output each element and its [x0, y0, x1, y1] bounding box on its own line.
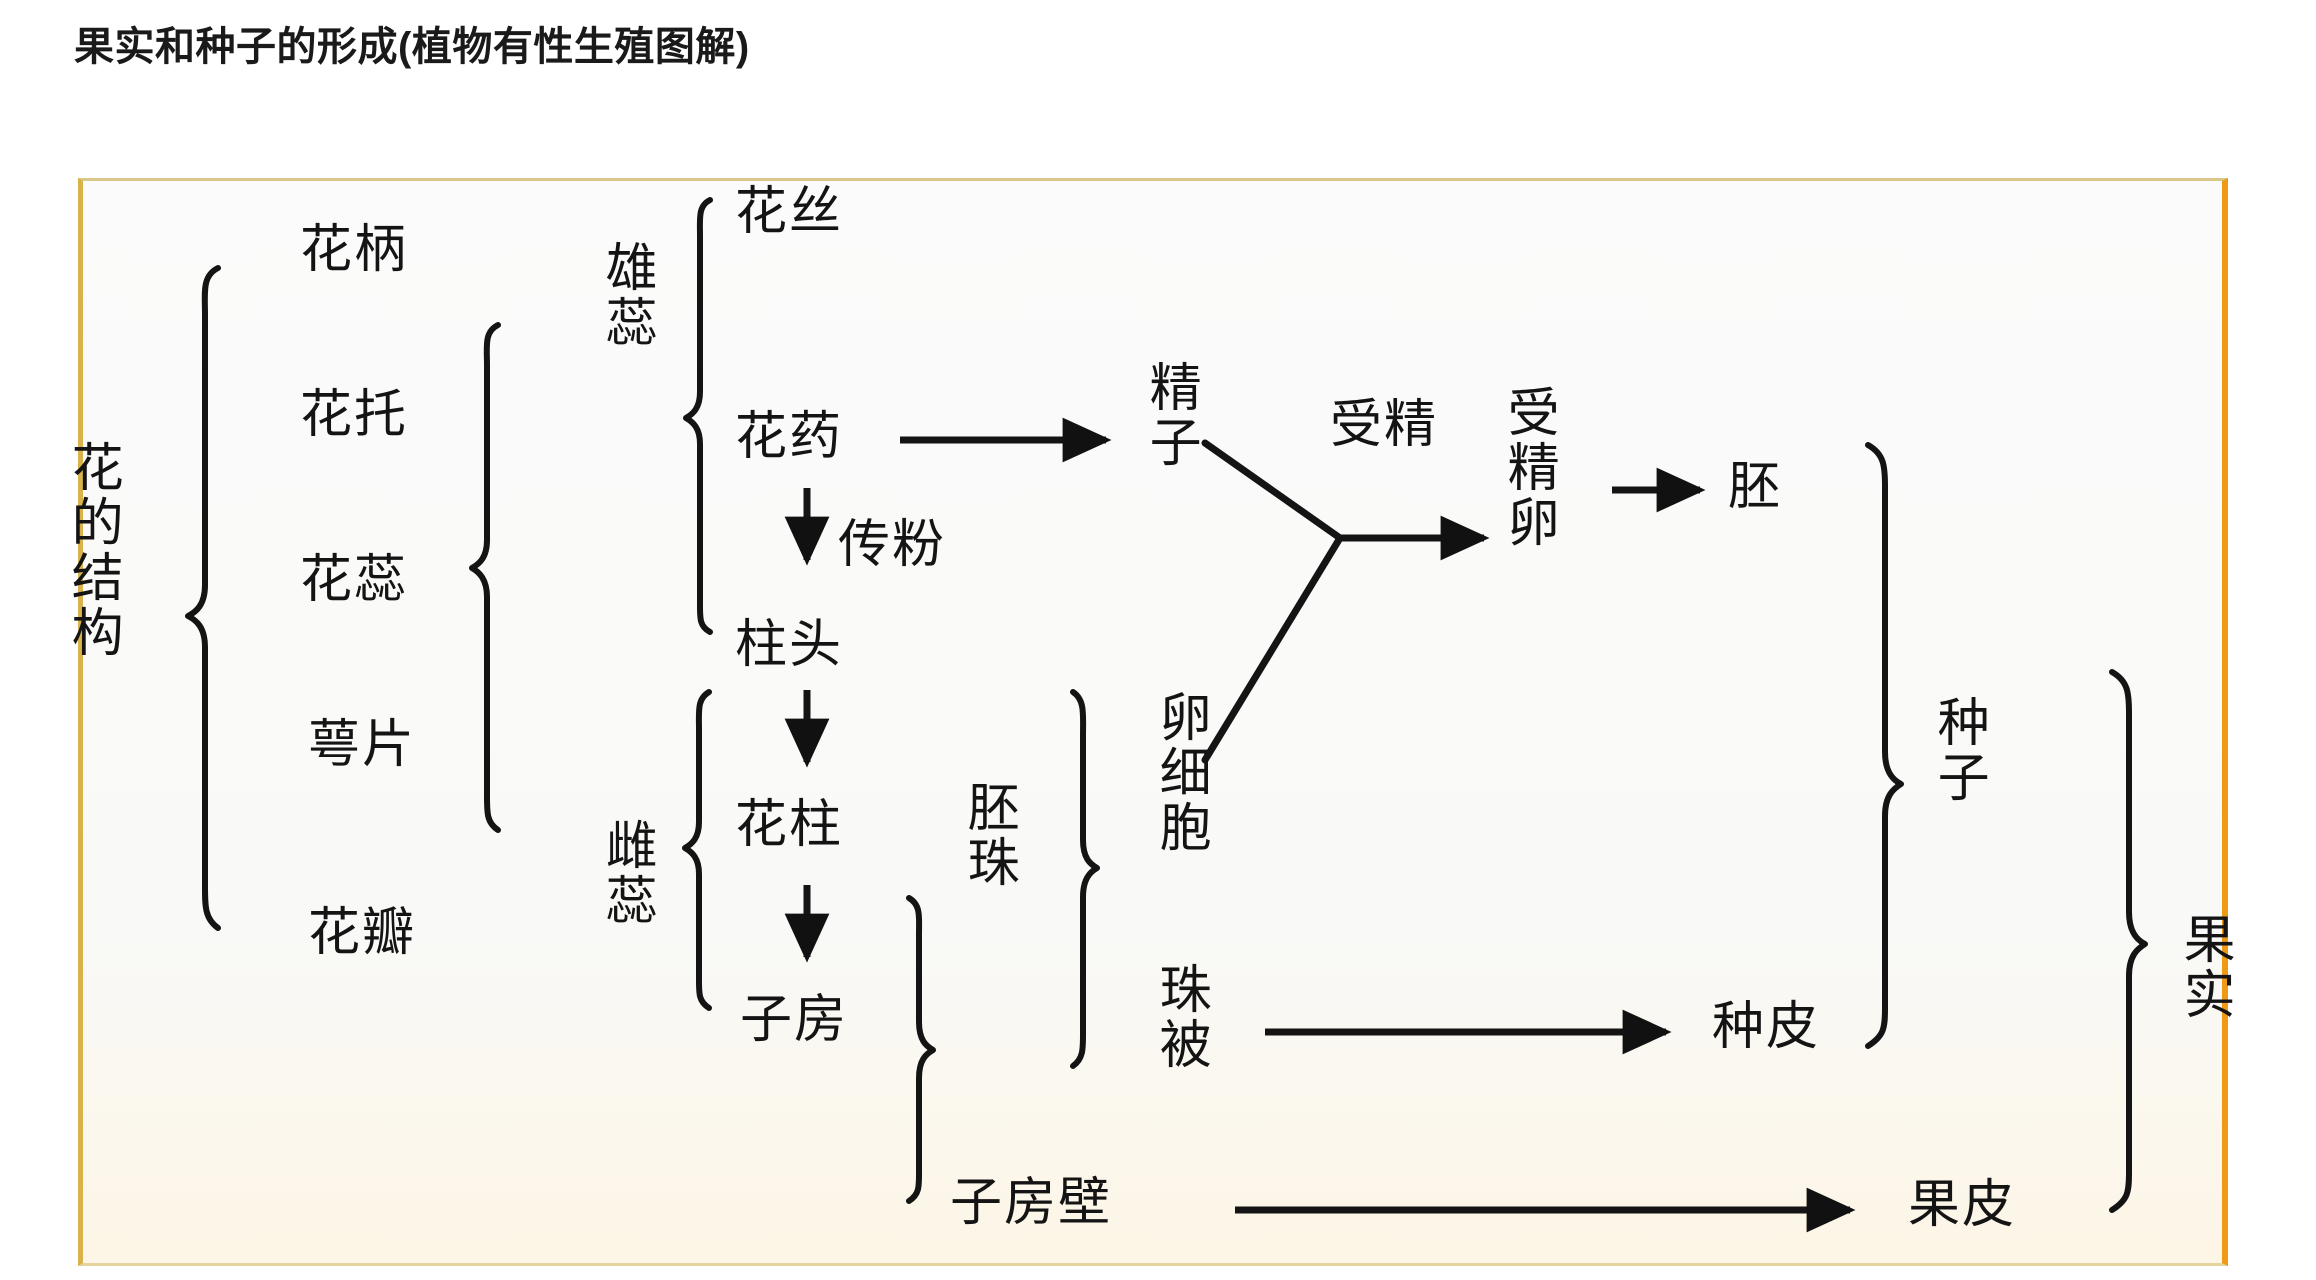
node-fruit[interactable]: 果实 — [2175, 912, 2233, 1022]
node-fertilization-label: 受精 — [1330, 397, 1439, 454]
node-ovary-wall[interactable]: 子房壁 — [950, 1175, 1113, 1232]
node-integument[interactable]: 珠被 — [1151, 962, 1209, 1072]
node-seed[interactable]: 种子 — [1929, 695, 1987, 805]
node-stamen[interactable]: 雄蕊 — [597, 240, 655, 350]
node-receptacle[interactable]: 花托 — [300, 387, 409, 444]
node-embryo[interactable]: 胚 — [1728, 459, 1783, 516]
node-pistil[interactable]: 雌蕊 — [597, 818, 655, 928]
node-sperm[interactable]: 精子 — [1141, 360, 1199, 470]
node-anther[interactable]: 花药 — [735, 409, 844, 466]
node-zygote[interactable]: 受精卵 — [1499, 385, 1557, 550]
node-ovary[interactable]: 子房 — [740, 992, 849, 1049]
node-ovule[interactable]: 胚珠 — [959, 780, 1017, 890]
node-flower-organs[interactable]: 花蕊 — [300, 552, 409, 609]
node-pollination[interactable]: 传粉 — [838, 517, 947, 574]
node-flower-structure[interactable]: 花的结构 — [63, 440, 121, 660]
node-seed-coat[interactable]: 种皮 — [1712, 999, 1821, 1056]
node-filament[interactable]: 花丝 — [735, 184, 844, 241]
node-pedicel[interactable]: 花柄 — [300, 222, 409, 279]
node-egg-cell[interactable]: 卵细胞 — [1151, 690, 1209, 855]
node-pericarp[interactable]: 果皮 — [1908, 1177, 2017, 1234]
node-sepal[interactable]: 萼片 — [308, 717, 417, 774]
node-style[interactable]: 花柱 — [735, 797, 844, 854]
node-stigma[interactable]: 柱头 — [735, 617, 844, 674]
page-title: 果实和种子的形成(植物有性生殖图解) — [74, 25, 750, 69]
node-petal[interactable]: 花瓣 — [308, 905, 417, 962]
